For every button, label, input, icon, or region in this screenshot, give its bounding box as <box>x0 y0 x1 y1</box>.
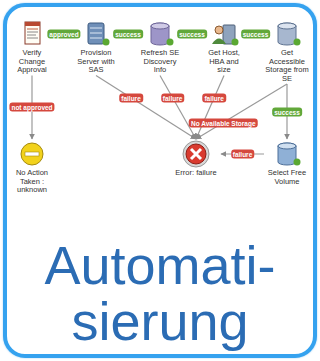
workflow-step: Provision Server with SAS <box>74 20 118 75</box>
workflow-step: Verify Change Approval <box>10 20 54 75</box>
step-label: Provision Server with SAS <box>74 49 118 75</box>
step-icon <box>271 140 303 168</box>
connector <box>196 76 224 140</box>
card-panel: Automati- sierung Verify Change Approval P… <box>3 3 317 358</box>
connector <box>160 76 196 140</box>
edge-label: success <box>241 30 271 39</box>
connector <box>96 76 196 140</box>
step-icon <box>180 140 212 168</box>
step-label: Verify Change Approval <box>10 49 54 75</box>
edge-label: success <box>177 30 207 39</box>
step-icon <box>80 20 112 48</box>
edge-label: not approved <box>9 103 54 112</box>
workflow-step: Get Accessible Storage from SE <box>265 20 309 83</box>
step-label: Get Host, HBA and size <box>202 49 246 75</box>
workflow-step: No Action Taken : unknown <box>8 140 56 195</box>
edge-label: failure <box>119 93 143 102</box>
step-label: Refresh SE Discovery Info <box>138 49 182 75</box>
edge-label: failure <box>202 93 226 102</box>
step-label: No Action Taken : unknown <box>8 169 56 195</box>
workflow-step: Error: failure <box>172 140 220 178</box>
edge-label: success <box>113 30 143 39</box>
edge-label: No Available Storage <box>189 118 258 127</box>
step-label: Select Free Volume <box>265 169 309 186</box>
edge-label: approved <box>47 30 80 39</box>
step-label: Get Accessible Storage from SE <box>265 49 309 83</box>
edge-label: success <box>272 107 302 116</box>
workflow-step: Get Host, HBA and size <box>202 20 246 75</box>
step-icon <box>16 140 48 168</box>
edge-label: failure <box>161 93 185 102</box>
title-text: Automati- sierung <box>7 237 313 349</box>
step-label: Error: failure <box>172 169 220 178</box>
step-icon <box>271 20 303 48</box>
step-icon <box>144 20 176 48</box>
workflow-step: Select Free Volume <box>265 140 309 186</box>
workflow-step: Refresh SE Discovery Info <box>138 20 182 75</box>
step-icon <box>16 20 48 48</box>
step-icon <box>208 20 240 48</box>
edge-label: failure <box>231 150 255 159</box>
